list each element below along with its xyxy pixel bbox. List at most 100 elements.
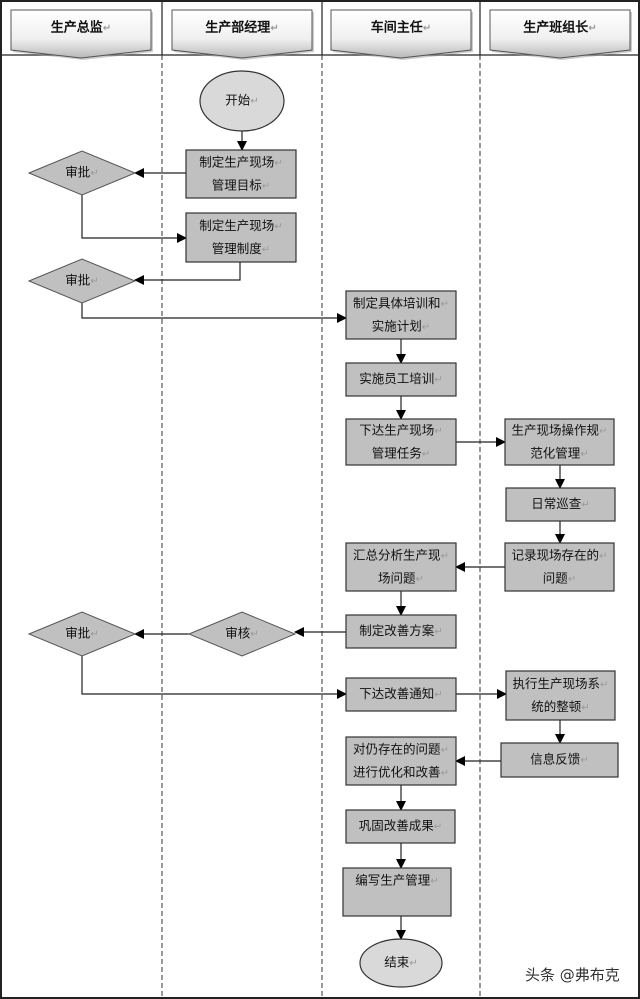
return-mark: ↵ [430, 876, 438, 887]
node-n13: 信息反馈↵ [500, 742, 619, 778]
return-mark: ↵ [416, 574, 424, 585]
node-label-line: 对仍存在的问题↵ [353, 742, 449, 757]
lane-header-label: 生产总监↵ [51, 20, 111, 36]
return-mark: ↵ [250, 96, 258, 107]
return-mark: ↵ [434, 375, 442, 386]
node-label-line: 进行优化和改善↵ [353, 765, 449, 780]
decision-shape [27, 150, 137, 196]
node-label-line: 统的整顿↵ [531, 699, 589, 714]
return-mark: ↵ [90, 629, 98, 640]
process-shape [185, 212, 297, 263]
decision-shape [27, 611, 137, 657]
return-mark: ↵ [90, 276, 98, 287]
return-mark: ↵ [581, 703, 589, 714]
node-n16: 编写生产管理↵ [342, 867, 452, 917]
return-mark: ↵ [580, 449, 588, 460]
node-label-line: 记录现场存在的↵ [512, 548, 608, 563]
return-mark: ↵ [441, 299, 449, 310]
arrow-d4-to-n11 [81, 656, 347, 699]
return-mark: ↵ [423, 23, 431, 34]
process-shape [342, 867, 452, 917]
process-shape [504, 418, 615, 466]
return-mark: ↵ [599, 551, 607, 562]
return-mark: ↵ [588, 23, 596, 34]
node-label: 审批↵ [65, 165, 98, 180]
node-label-line: 管理任务↵ [372, 446, 430, 461]
decision-shape [27, 258, 137, 304]
lane-header-label: 车间主任↵ [371, 20, 431, 36]
return-mark: ↵ [434, 426, 442, 437]
return-mark: ↵ [600, 680, 608, 691]
process-shape [345, 542, 457, 592]
node-label: 实施员工培训↵ [359, 371, 442, 386]
node-label-line: 下达生产现场↵ [359, 423, 442, 438]
node-n7: 日常巡查↵ [505, 487, 616, 522]
node-end: 结束↵ [359, 938, 443, 988]
node-n1: 制定生产现场↵管理目标↵ [185, 149, 297, 199]
process-shape [500, 742, 619, 778]
node-n3: 制定具体培训和↵ 实施计划↵ [345, 290, 457, 340]
return-mark: ↵ [422, 322, 430, 333]
lane-header-director: 生产总监↵ [10, 9, 153, 60]
node-label-line: 场问题↵ [378, 571, 424, 586]
process-shape [345, 736, 457, 786]
return-mark: ↵ [441, 551, 449, 562]
lane-header-label: 生产部经理↵ [205, 20, 278, 36]
process-shape [345, 614, 457, 649]
process-shape [345, 290, 457, 340]
decision-shape [187, 611, 297, 657]
node-label-line: 范化管理↵ [530, 446, 588, 461]
return-mark: ↵ [422, 449, 430, 460]
node-d2: 审批↵ [27, 258, 137, 304]
node-label-line: 实施计划↵ [372, 319, 430, 334]
node-n14: 对仍存在的问题↵ 进行优化和改善↵ [345, 736, 457, 786]
node-label-line: 生产现场操作规↵ [512, 423, 608, 438]
node-start: 开始↵ [199, 70, 285, 132]
return-mark: ↵ [274, 222, 282, 233]
return-mark: ↵ [250, 629, 258, 640]
node-label: 制定改善方案↵ [359, 623, 442, 638]
node-label: 巩固改善成果↵ [359, 818, 442, 833]
node-n15: 巩固改善成果↵ [345, 809, 456, 844]
chevron-shape [10, 9, 152, 59]
return-mark: ↵ [262, 181, 270, 192]
node-label-line: 制定具体培训和↵ [353, 296, 449, 311]
node-label: 审批↵ [65, 273, 98, 288]
node-n5: 下达生产现场↵ 管理任务↵ [345, 418, 457, 466]
watermark: 头条 @弗布克 [525, 966, 620, 984]
return-mark: ↵ [441, 768, 449, 779]
node-label: 编写生产管理↵ [355, 873, 438, 888]
lane-header-manager: 生产部经理↵ [171, 9, 314, 60]
node-n11: 下达改善通知↵ [345, 677, 457, 712]
return-mark: ↵ [103, 23, 111, 34]
node-n8: 记录现场存在的↵ 问题↵ [504, 542, 615, 592]
node-label-line: 汇总分析生产现↵ [353, 548, 449, 563]
node-label-line: 问题↵ [543, 571, 576, 586]
return-mark: ↵ [568, 574, 576, 585]
process-shape [345, 677, 457, 712]
chevron-shape [489, 9, 631, 59]
return-mark: ↵ [581, 500, 589, 511]
node-n6: 生产现场操作规↵ 范化管理↵ [504, 418, 615, 466]
node-label-line: 管理目标↵ [212, 178, 270, 193]
node-d4: 审批↵ [27, 611, 137, 657]
node-label: 结束↵ [384, 955, 417, 970]
return-mark: ↵ [441, 745, 449, 756]
arrow-n2-to-d2 [134, 262, 241, 285]
node-d1: 审批↵ [27, 150, 137, 196]
node-n2: 制定生产现场↵管理制度↵ [185, 212, 297, 263]
terminal-shape [359, 938, 443, 988]
node-d3: 审核↵ [187, 611, 297, 657]
node-label-line: 执行生产现场系↵ [513, 676, 609, 691]
node-n9: 汇总分析生产现↵ 场问题↵ [345, 542, 457, 592]
terminal-shape [199, 70, 285, 132]
return-mark: ↵ [409, 958, 417, 969]
lane-header-team: 生产班组长↵ [489, 9, 632, 60]
process-shape [345, 809, 456, 844]
node-n4: 实施员工培训↵ [345, 362, 457, 397]
return-mark: ↵ [274, 158, 282, 169]
return-mark: ↵ [270, 23, 278, 34]
node-n12: 执行生产现场系↵ 统的整顿↵ [505, 670, 616, 721]
